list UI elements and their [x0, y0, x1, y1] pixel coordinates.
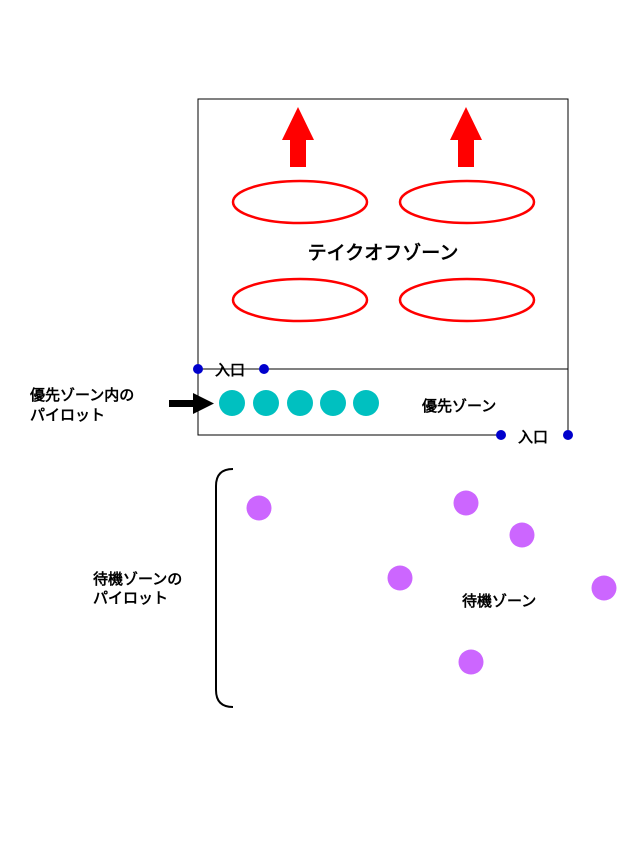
arrow-right-icon: [169, 393, 214, 414]
priority-zone-label: 優先ゾーン: [421, 397, 496, 415]
waiting-pilot: [509, 522, 535, 548]
entrance-marker: [259, 364, 269, 374]
priority-pilot: [253, 390, 279, 416]
priority-zone-border: [197, 369, 500, 436]
takeoff-arrow-icon: [282, 107, 314, 167]
waiting-pilot: [387, 565, 413, 591]
entrance-marker: [193, 364, 203, 374]
launch-area: [231, 277, 369, 323]
priority-pilot: [219, 390, 245, 416]
priority-pilot: [320, 390, 346, 416]
priority-pilot: [353, 390, 379, 416]
launch-area: [231, 179, 369, 225]
takeoff-arrow-icon: [450, 107, 482, 167]
launch-area: [398, 179, 536, 225]
entrance-marker: [496, 430, 506, 440]
waiting-pilot: [246, 495, 272, 521]
waiting-pilots: [246, 490, 617, 675]
priority-pilots: [219, 390, 379, 416]
waiting-pilot: [453, 490, 479, 516]
waiting-zone-label: 待機ゾーン: [462, 592, 536, 610]
takeoff-zone-label: テイクオフゾーン: [308, 242, 459, 264]
takeoff-zone-box: [197, 98, 569, 370]
entrance-marker: [563, 430, 573, 440]
priority-pilots-label: パイロット: [30, 406, 105, 424]
priority-pilot: [287, 390, 313, 416]
bracket: [215, 468, 234, 708]
waiting-pilots-label: パイロット: [93, 589, 168, 607]
entrance-label: 入口: [215, 361, 245, 379]
launch-area: [398, 277, 536, 323]
waiting-pilot: [591, 575, 617, 601]
waiting-pilot: [458, 649, 484, 675]
waiting-pilots-label: 待機ゾーンの: [93, 570, 182, 588]
entrance-label: 入口: [518, 428, 548, 446]
priority-pilots-label: 優先ゾーン内の: [29, 386, 134, 404]
